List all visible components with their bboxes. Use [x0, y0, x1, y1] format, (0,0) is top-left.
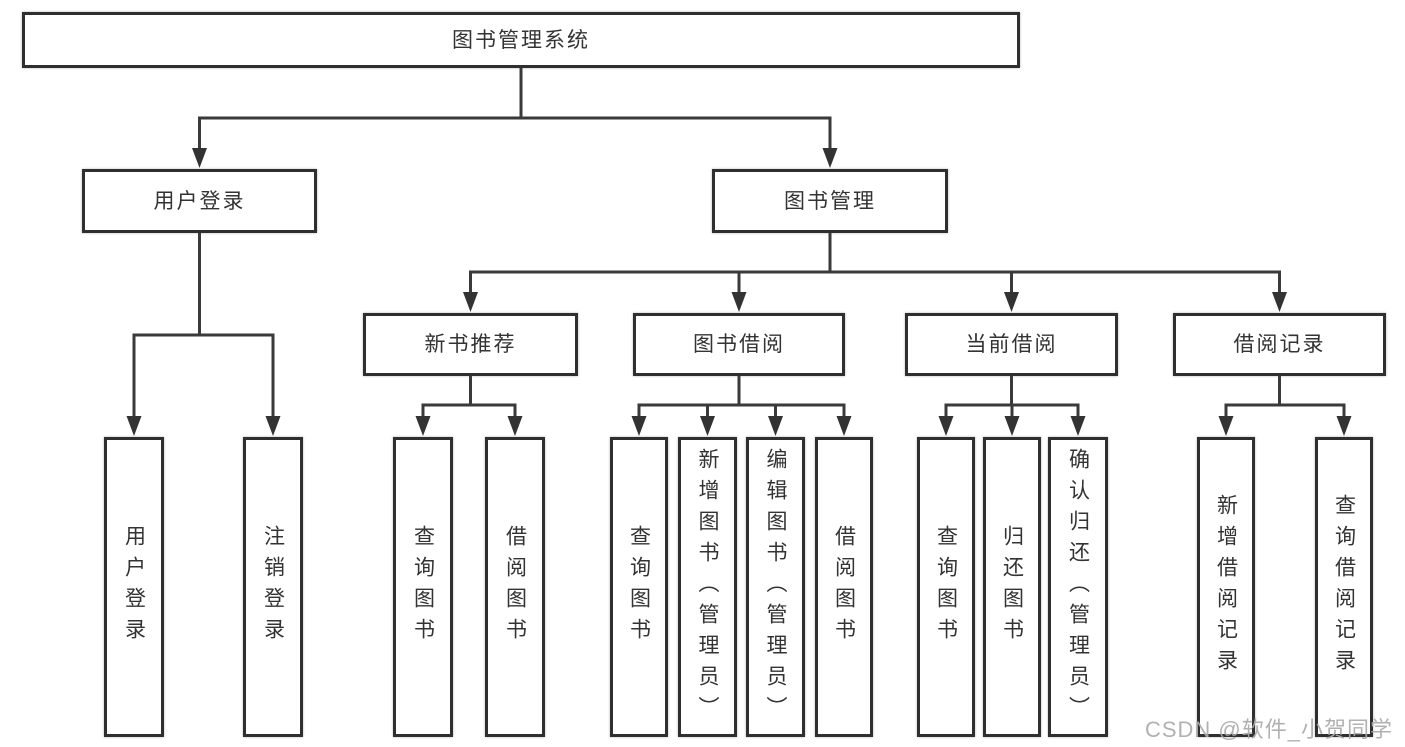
node-label: 新增借阅记录: [1214, 494, 1238, 680]
node-rec: 新书推荐: [363, 313, 578, 376]
arrowhead-icon: [1336, 416, 1352, 436]
arrowhead-icon: [463, 292, 478, 312]
node-label: 确认归还（管理员）: [1066, 447, 1090, 727]
arrowhead-icon: [1218, 416, 1234, 436]
watermark: CSDN @软件_小贺同学: [1144, 717, 1393, 742]
node-label: 借阅图书: [832, 525, 856, 649]
node-label: 图书管理: [784, 189, 876, 213]
node-bw-borrow: 借阅图书: [815, 437, 873, 737]
node-label: 归还图书: [1000, 525, 1024, 649]
arrowhead-icon: [836, 416, 852, 436]
arrowhead-icon: [126, 416, 142, 436]
node-bw-query: 查询图书: [610, 437, 668, 737]
arrowhead-icon: [731, 292, 747, 312]
node-label: 查询图书: [627, 525, 651, 649]
node-label: 查询图书: [411, 525, 435, 649]
node-cur-confirm: 确认归还（管理员）: [1048, 437, 1108, 737]
arrowhead-icon: [192, 148, 207, 168]
arrowhead-icon: [1272, 292, 1287, 312]
node-label: 借阅记录: [1233, 333, 1326, 356]
node-his-query: 查询借阅记录: [1315, 437, 1373, 737]
node-label: 用户登录: [153, 189, 246, 213]
arrowhead-icon: [265, 416, 281, 436]
node-label: 用户登录: [122, 525, 146, 649]
node-cur-query: 查询图书: [917, 437, 975, 737]
node-label: 新书推荐: [424, 333, 517, 356]
arrowhead-icon: [938, 416, 954, 436]
node-label: 编辑图书（管理员）: [764, 447, 787, 727]
node-cur-return: 归还图书: [983, 437, 1041, 737]
arrowhead-icon: [1070, 416, 1086, 436]
node-login-user: 用户登录: [104, 437, 164, 737]
node-bw-edit: 编辑图书（管理员）: [746, 437, 805, 737]
node-rec-borrow: 借阅图书: [485, 437, 545, 737]
node-label: 当前借阅: [965, 333, 1058, 356]
node-label: 查询图书: [934, 525, 958, 649]
node-login: 用户登录: [82, 169, 317, 233]
node-mgmt: 图书管理: [712, 169, 948, 233]
node-label: 注销登录: [261, 525, 285, 649]
node-bw-add: 新增图书（管理员）: [678, 437, 737, 737]
node-label: 图书管理系统: [452, 28, 590, 52]
arrowhead-icon: [768, 416, 783, 436]
node-his: 借阅记录: [1173, 313, 1386, 376]
node-login-logout: 注销登录: [243, 437, 303, 737]
node-root: 图书管理系统: [22, 12, 1020, 68]
arrowhead-icon: [507, 416, 523, 436]
node-label: 查询借阅记录: [1332, 494, 1356, 680]
node-cur: 当前借阅: [905, 313, 1118, 376]
arrowhead-icon: [1004, 292, 1019, 312]
node-bw: 图书借阅: [633, 313, 845, 376]
node-rec-query: 查询图书: [393, 437, 453, 737]
arrowhead-icon: [415, 416, 431, 436]
arrowhead-icon: [631, 416, 647, 436]
arrowhead-icon: [1004, 416, 1020, 436]
node-label: 图书借阅: [693, 333, 785, 356]
node-his-add: 新增借阅记录: [1197, 437, 1255, 737]
arrowhead-icon: [700, 416, 715, 436]
node-label: 新增图书（管理员）: [696, 447, 719, 727]
node-label: 借阅图书: [503, 525, 527, 649]
arrowhead-icon: [822, 148, 838, 168]
